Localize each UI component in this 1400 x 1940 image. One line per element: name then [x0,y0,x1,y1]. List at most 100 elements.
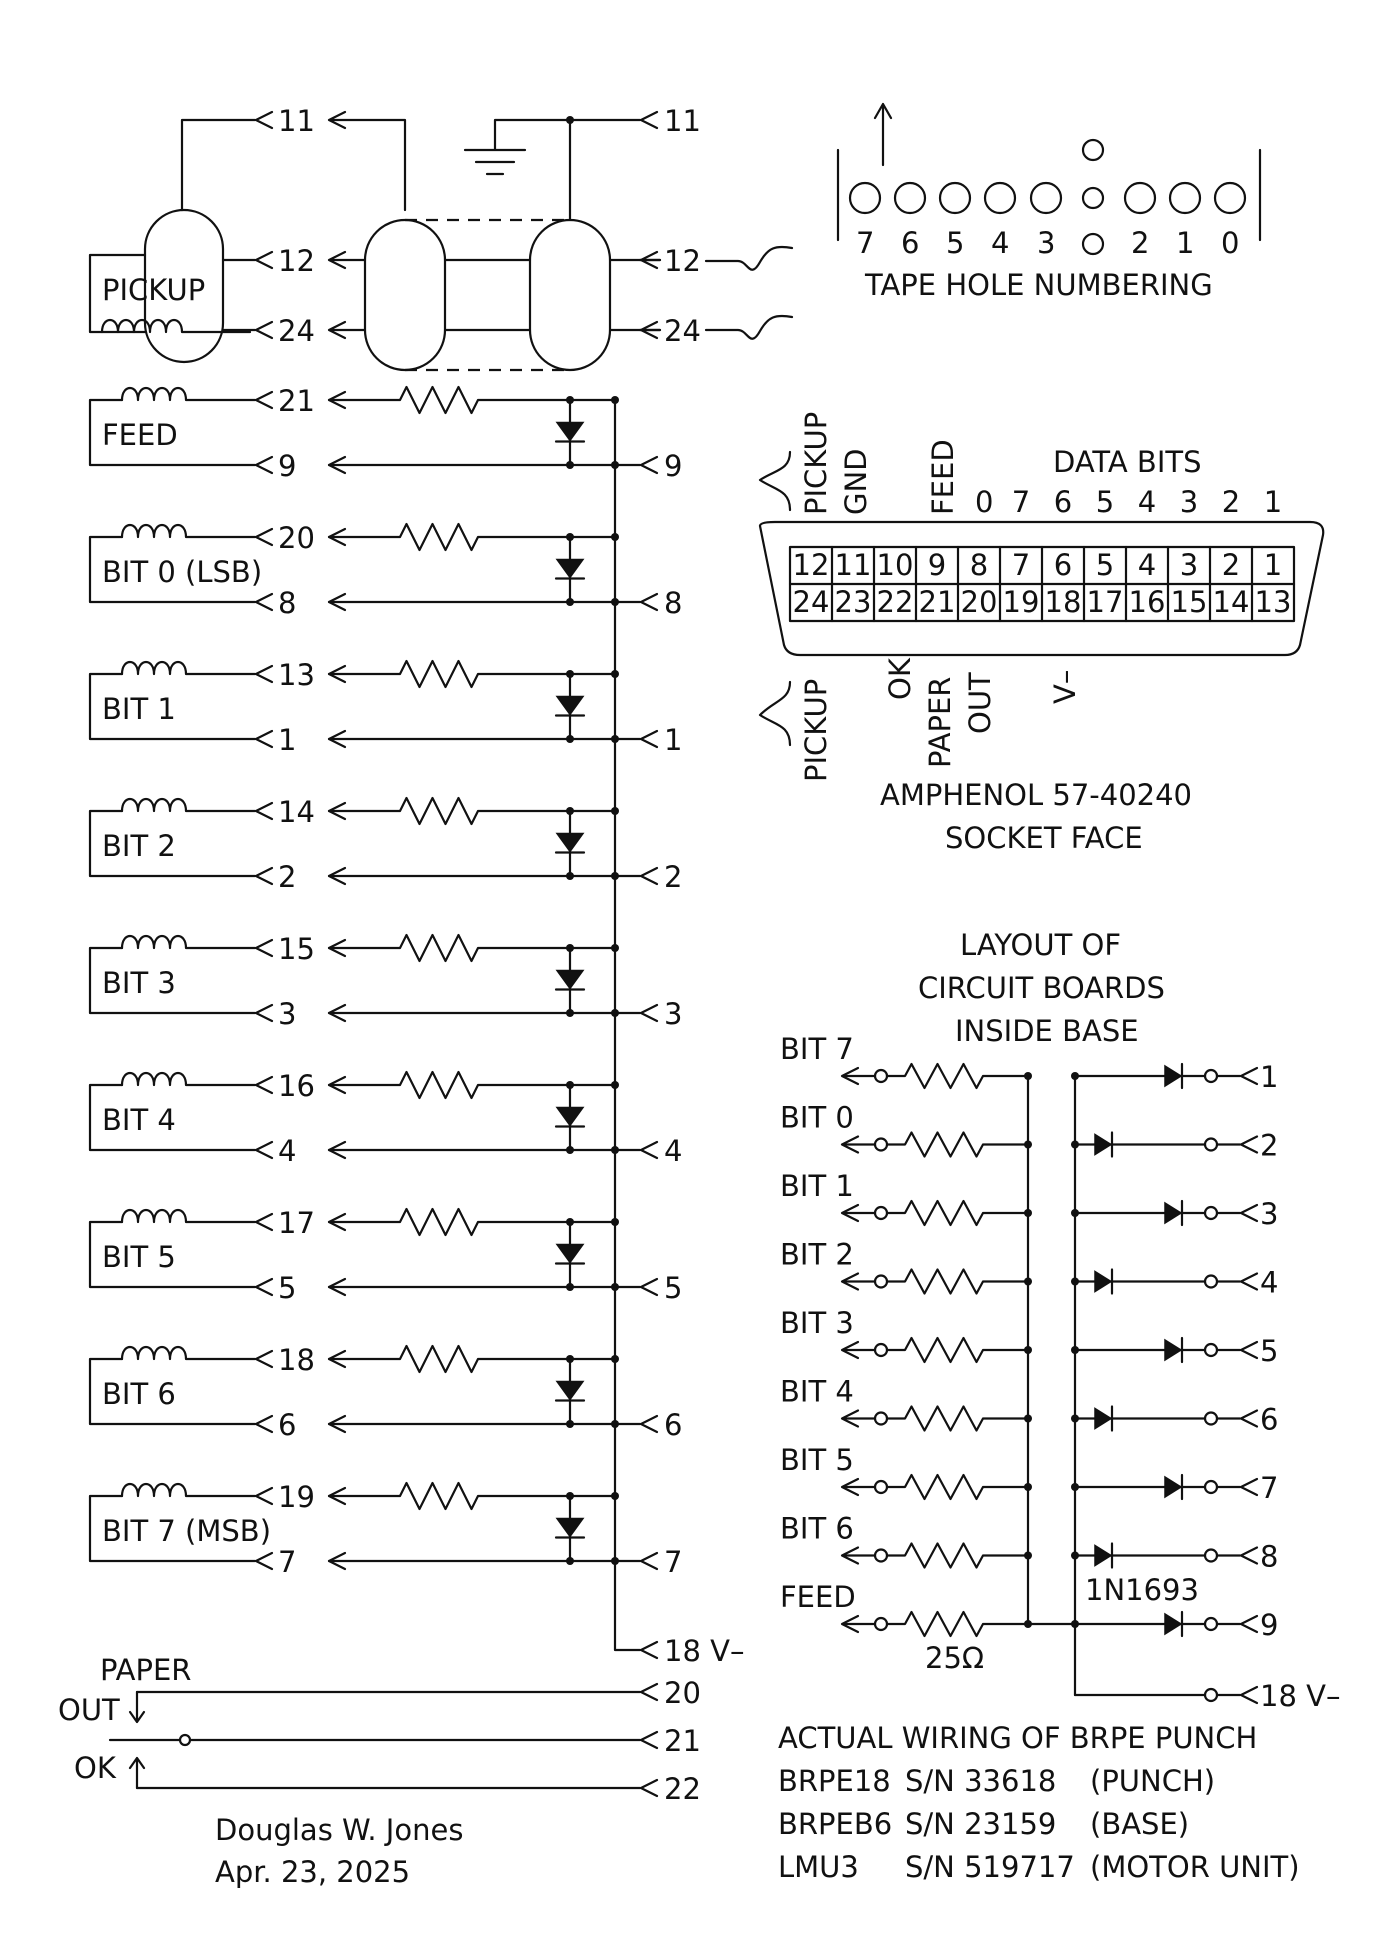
return-pin: 2 [278,860,296,894]
layout-left-label: BIT 4 [780,1375,854,1409]
resistor-icon [885,1268,1030,1295]
connector-pin: 14 [1213,585,1250,619]
paper-label: PAPER [100,1653,191,1687]
coil-row-name: FEED [102,418,178,452]
connector-pin: 20 [961,585,998,619]
diode-part-label: 1N1693 [1085,1573,1199,1607]
rhs-pin: 8 [664,586,682,620]
ground-icon [463,118,572,176]
coil-pin: 16 [278,1069,315,1103]
coil-row-name: BIT 7 (MSB) [102,1514,271,1548]
paper-switch: PAPER OUT OK 20 21 22 [58,1653,701,1806]
coil-pin: 21 [278,384,315,418]
resistor-icon [885,1542,1030,1569]
pickup-coil-shell [143,208,225,364]
pin-label: 24 [278,314,315,348]
tape-hole [983,181,1017,215]
conn-top-bit0: 0 [975,485,993,519]
relay-coil-icon [120,797,257,813]
conn-top-pickup: PICKUP [799,412,833,515]
arrow-icon [639,592,659,612]
conn-bottom-out: OUT [963,672,997,734]
switch-out-wire [135,1682,659,1702]
connector-pin: 19 [1003,585,1040,619]
relay-coil-icon [120,1482,257,1498]
tape-hole [1213,181,1247,215]
relay-coil-icon [120,1345,257,1361]
diode-icon [555,421,585,442]
data-bit-label: 3 [1180,485,1198,519]
layout-title-line2: CIRCUIT BOARDS [918,971,1165,1005]
connector-pin: 13 [1255,585,1292,619]
relay-coil-icon [120,934,257,950]
resistor-icon [327,522,617,552]
coil-row-name: BIT 6 [102,1377,176,1411]
arrow-icon [254,1349,274,1369]
rhs-pin: 5 [664,1271,682,1305]
diode-icon [555,695,585,716]
conn-bottom-ok: OK [883,657,917,700]
diode-icon [1094,1407,1113,1430]
layout-left-label: FEED [780,1580,856,1614]
arrow-icon [254,250,274,270]
arrow-icon [254,664,274,684]
rhs-pin: 6 [664,1408,682,1442]
tape-hole-label: 0 [1221,226,1239,260]
rhs-pin: 2 [664,860,682,894]
wiring-serial: S/N 33618 [905,1764,1056,1798]
arrow-icon [254,1277,274,1297]
diode-icon [1164,1612,1183,1636]
pin-label: 11 [664,104,701,138]
rhs-pin: 3 [664,997,682,1031]
connector-pin: 11 [835,548,872,582]
tape-hole [1029,181,1063,215]
resistor-icon [885,1610,1030,1638]
return-pin: 1 [278,723,296,757]
wiring-model: LMU3 [778,1850,859,1884]
tape-hole-label: 7 [856,226,874,260]
arrow-icon [254,592,274,612]
connector-pin: 22 [877,585,914,619]
wiring-note: (PUNCH) [1090,1764,1215,1798]
cable-shield-dashed [405,218,570,372]
wiring-serial: S/N 23159 [905,1807,1056,1841]
conn-top-feed: FEED [926,439,960,515]
conn-bottom-vminus: V– [1048,670,1082,704]
resistor-icon [327,796,617,826]
pickup-wire-11 [180,118,257,212]
connector-pin: 24 [793,585,830,619]
arrow-icon [639,1003,659,1023]
connector-pin: 17 [1087,585,1124,619]
relay-coil-icon [120,386,257,402]
circuit-board-layout: LAYOUT OF CIRCUIT BOARDS INSIDE BASE 18 … [780,928,1340,1713]
tape-edge [836,148,1262,242]
pin-label: 22 [664,1772,701,1806]
return-pin: 4 [278,1134,296,1168]
data-bit-label: 4 [1138,485,1156,519]
layout-right-pin: 4 [1260,1266,1278,1300]
arrow-icon [254,729,274,749]
data-bit-label: 1 [1264,485,1282,519]
coil-pin: 15 [278,932,315,966]
arrow-up-icon [128,1756,146,1790]
tape-title: TAPE HOLE NUMBERING [864,268,1213,302]
layout-right-pin: 8 [1260,1540,1278,1574]
connector-pin: 7 [1012,548,1030,582]
diode-icon [555,1106,585,1127]
connector-pin: 6 [1054,548,1072,582]
return-pin: 3 [278,997,296,1031]
ok-label: OK [74,1751,117,1785]
arrow-icon [639,1277,659,1297]
tape-hole [1168,181,1202,215]
connector-pin: 12 [793,548,830,582]
connector-pin: 18 [1045,585,1082,619]
pickup-coil-icon [100,318,252,334]
cable-break-icon [704,314,794,340]
connector-pin: 2 [1222,548,1240,582]
diode-icon [1094,1133,1113,1156]
resistor-icon [885,1199,1030,1227]
